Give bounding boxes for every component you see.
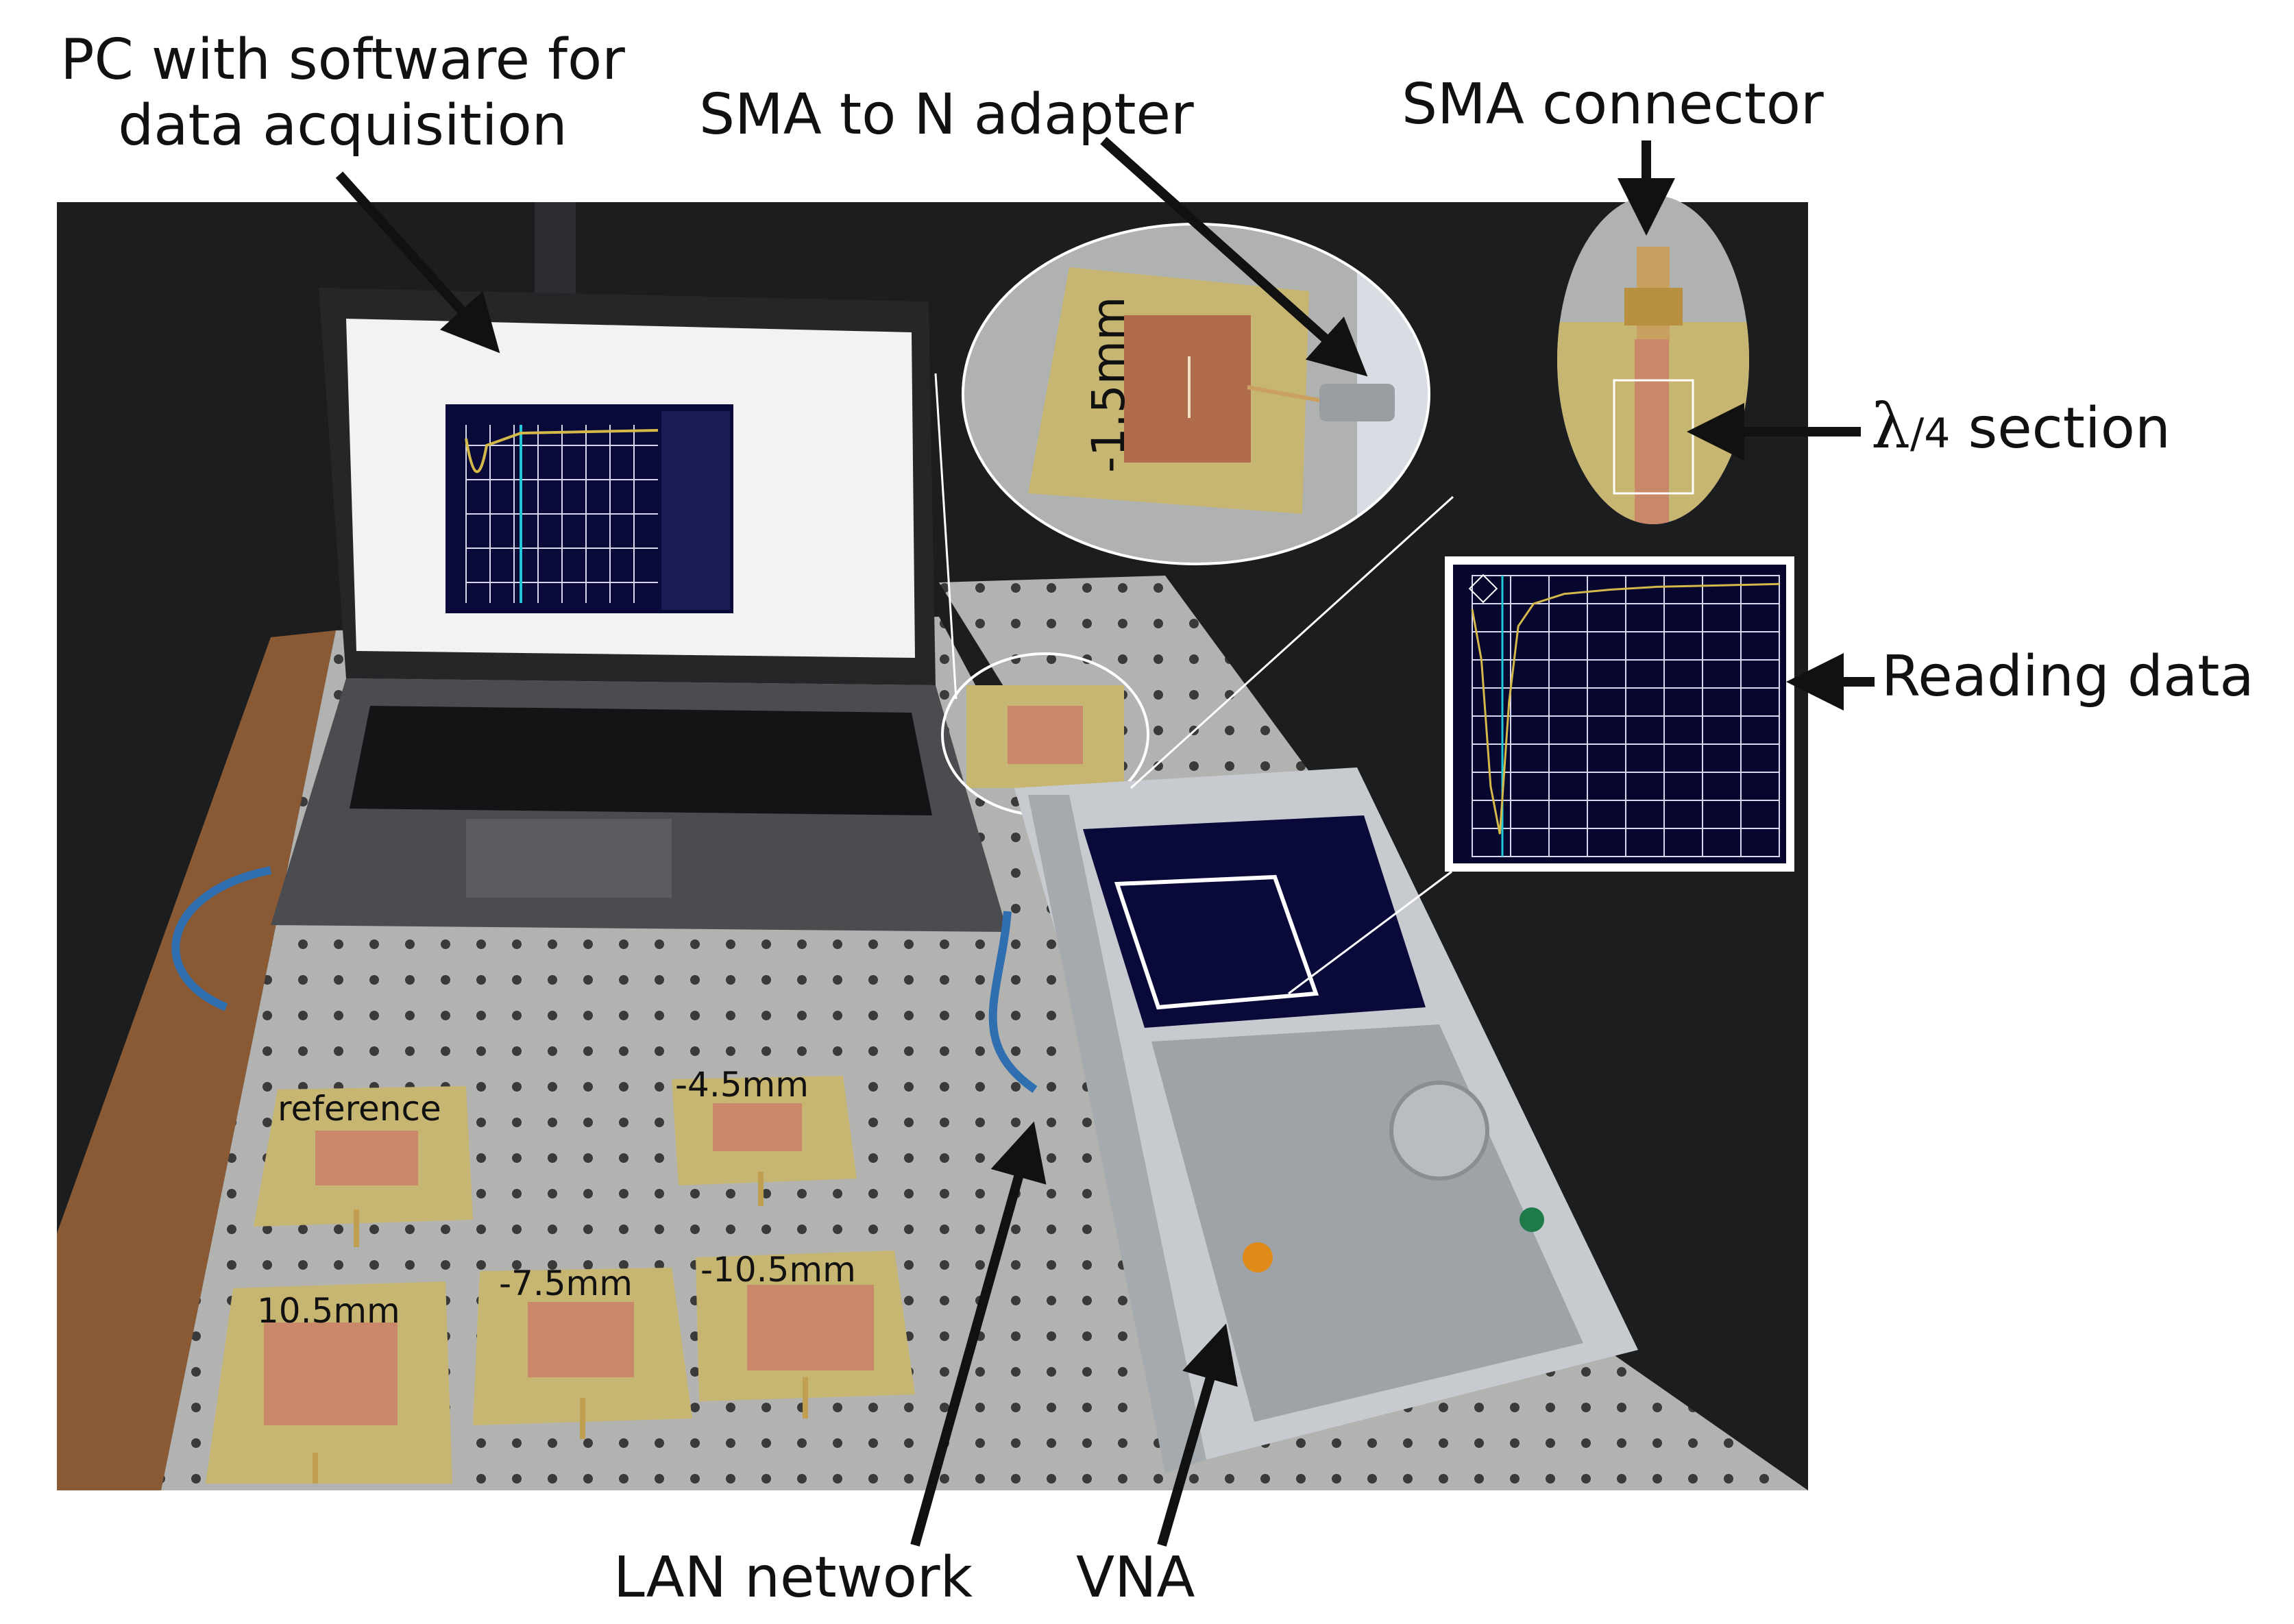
label-reading-data: Reading data <box>1881 644 2254 709</box>
lan-cable <box>171 866 1038 1093</box>
sample-reference: reference <box>254 1086 473 1247</box>
wooden-edge <box>57 630 336 1490</box>
arrow-pc <box>335 171 500 354</box>
sample-10-5mm: 10.5mm <box>206 1281 452 1484</box>
sample-minus-10-5mm: -10.5mm <box>696 1250 915 1418</box>
arrow-vna <box>1157 1323 1238 1547</box>
label-sma-connector: SMA connector <box>1402 72 1824 137</box>
sample-label-minus-7-5mm: -7.5mm <box>499 1264 633 1303</box>
laptop <box>271 288 1008 932</box>
zoom-callout-line-2 <box>1130 495 1454 789</box>
sample-label-minus-10-5mm: -10.5mm <box>700 1250 856 1290</box>
arrow-lan <box>910 1121 1047 1547</box>
label-lan: LAN network <box>613 1545 973 1610</box>
label-pc-line-1: PC with software for <box>60 27 625 93</box>
zoom-sample-label: -1.5mm <box>1082 297 1135 473</box>
inset-grid <box>1472 575 1780 857</box>
zoom-inset-adapter: -1.5mm <box>962 223 1430 565</box>
section-word: section <box>1968 396 2171 461</box>
optical-bench-top <box>939 576 1337 836</box>
touchpad <box>466 819 672 898</box>
rs-logo-icon <box>1468 574 1498 604</box>
reflection-trace <box>1471 582 1780 835</box>
label-pc-line-2: data acquisition <box>118 93 568 158</box>
vna-screen <box>1083 815 1426 1028</box>
arrow-adapter <box>1100 136 1368 377</box>
sample-label-minus-4-5mm: -4.5mm <box>675 1065 809 1105</box>
fraction-text: /4 <box>1910 410 1951 458</box>
label-quarter-wave-section: λ/4 section <box>1871 394 2171 467</box>
sample-antennas: reference -4.5mm 10.5mm -7.5mm -10.5mm <box>206 1065 915 1484</box>
label-sma-adapter: SMA to N adapter <box>699 82 1194 147</box>
reading-data-inset <box>1445 556 1794 872</box>
sample-label-reference: reference <box>278 1089 441 1129</box>
zoom-callout-line-1 <box>934 373 957 700</box>
vna-device <box>1014 767 1638 1473</box>
sample-minus-7-5mm: -7.5mm <box>473 1264 692 1439</box>
lambda-symbol: λ <box>1871 391 1911 463</box>
sample-label-10-5mm: 10.5mm <box>257 1291 400 1331</box>
label-pc: PC with software for data acquisition <box>34 27 651 159</box>
reading-callout-line <box>1288 870 1452 995</box>
sample-minus-4-5mm: -4.5mm <box>672 1065 857 1206</box>
label-vna: VNA <box>1076 1545 1195 1610</box>
